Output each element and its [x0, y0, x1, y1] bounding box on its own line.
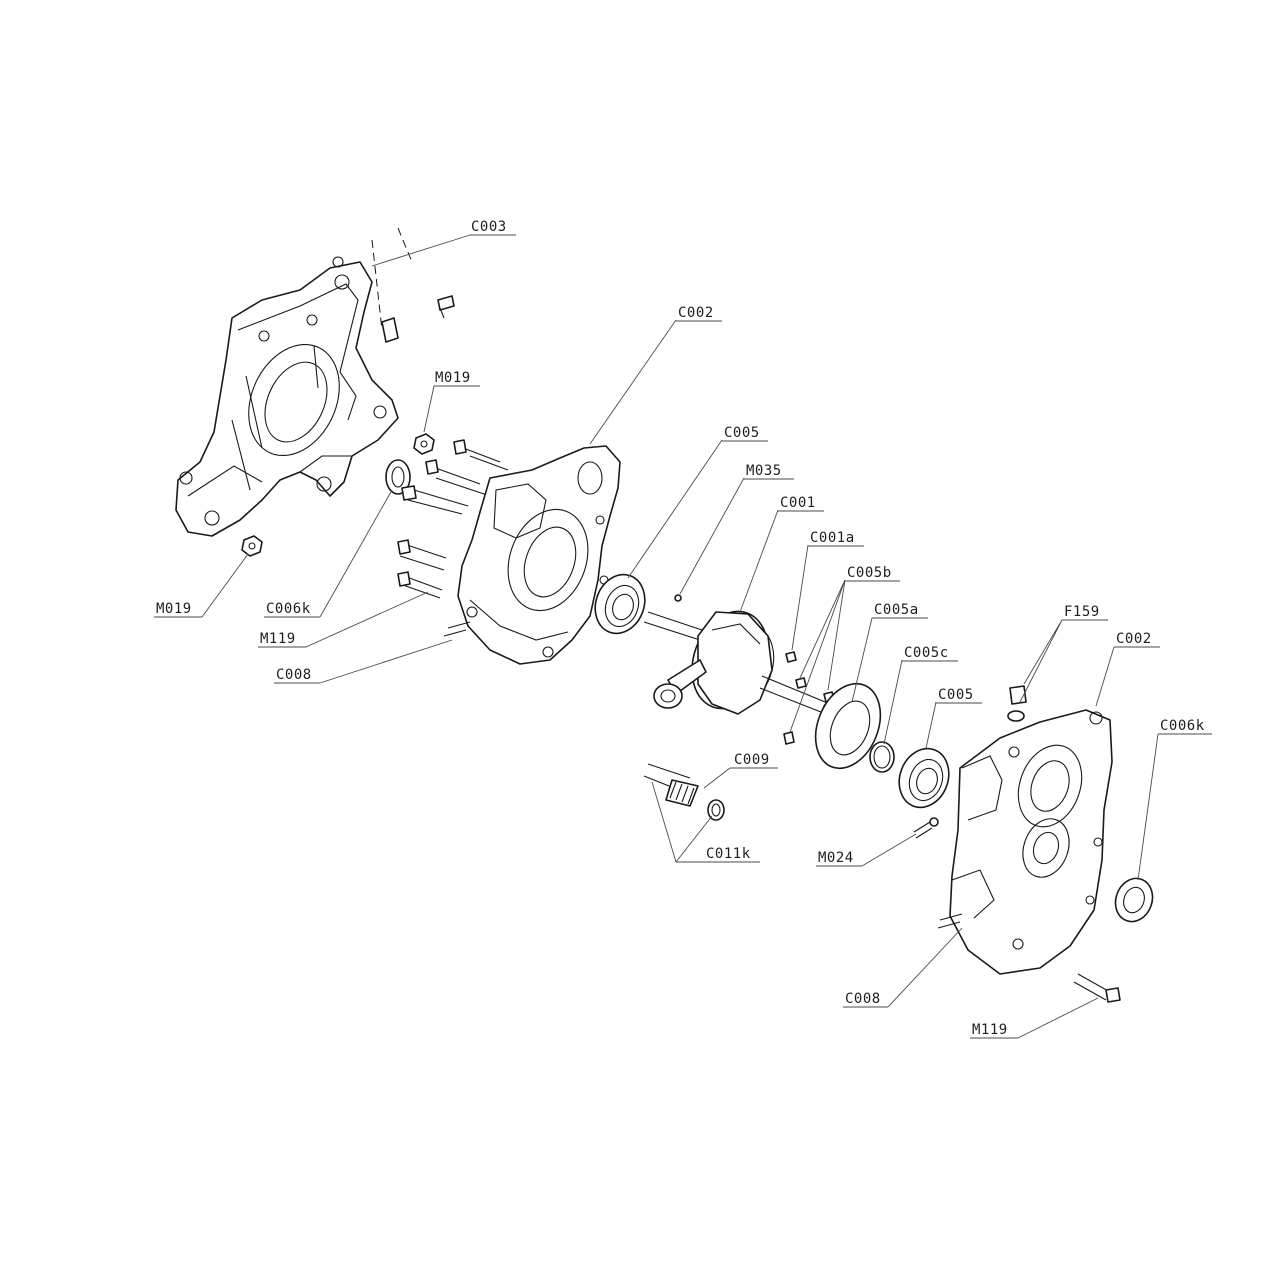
label-m035: M035: [746, 463, 782, 479]
callout-c006k-right: C006k: [1158, 718, 1212, 735]
callout-c003: C003: [470, 219, 516, 236]
engine-mount-plate: [175, 227, 413, 537]
label-c005c: C005c: [904, 645, 949, 661]
label-c002-left: C002: [678, 305, 714, 321]
callout-m019-top: M019: [434, 370, 480, 387]
label-m119-right: M119: [972, 1022, 1008, 1038]
label-c006k-right: C006k: [1160, 718, 1205, 734]
label-c011k: C011k: [706, 846, 751, 862]
o-ring: [707, 799, 725, 821]
shaft-with-spring: [643, 763, 699, 807]
callout-c006k-left: C006k: [264, 601, 320, 618]
main-bearing-left: [594, 573, 646, 635]
m024-bolt: [913, 817, 939, 839]
crankcase-half-left: [443, 445, 621, 665]
callout-m119-left: M119: [258, 631, 306, 648]
label-m024: M024: [818, 850, 854, 866]
callout-c009: C009: [730, 752, 778, 769]
label-c008-left: C008: [276, 667, 312, 683]
callout-m024: M024: [816, 850, 862, 867]
m119-bolt-right: [1073, 973, 1121, 1003]
label-c003: C003: [471, 219, 507, 235]
label-c009: C009: [734, 752, 770, 768]
c003-bolt: [437, 295, 455, 319]
callout-c001: C001: [778, 495, 824, 512]
crankshaft: [643, 610, 834, 718]
label-c005-left: C005: [724, 425, 760, 441]
label-m019-left: M019: [156, 601, 192, 617]
shim-plate: [814, 682, 882, 770]
m019-nut-left: [241, 535, 263, 557]
drain-plug: [1007, 685, 1027, 722]
oil-seal-right: [1114, 877, 1154, 923]
callout-f159: F159: [1062, 604, 1108, 621]
m119-bolt-set-left: [397, 439, 509, 599]
callout-c005a: C005a: [872, 602, 928, 619]
c001a-key: [785, 651, 797, 663]
label-m119-left: M119: [260, 631, 296, 647]
callout-m019-left: M019: [154, 601, 202, 618]
callout-c008-left: C008: [274, 667, 320, 684]
label-c001: C001: [780, 495, 816, 511]
label-c002-right: C002: [1116, 631, 1152, 647]
callout-c002-left: C002: [676, 305, 722, 322]
circlip: [869, 741, 895, 773]
leader-lines: [201, 234, 1159, 1039]
label-c005b: C005b: [847, 565, 892, 581]
callout-c001a: C001a: [808, 530, 864, 547]
m035-pin: [674, 594, 682, 602]
main-bearing-right: [898, 747, 950, 809]
callout-c002-right: C002: [1114, 631, 1160, 648]
label-f159: F159: [1064, 604, 1100, 620]
callout-c005c: C005c: [902, 645, 958, 662]
label-c005-right: C005: [938, 687, 974, 703]
callout-c005-left: C005: [722, 425, 768, 442]
callout-c005-right: C005: [936, 687, 982, 704]
crankcase-half-right: [937, 709, 1113, 975]
callout-c008-right: C008: [843, 991, 888, 1008]
callout-m035: M035: [744, 463, 794, 480]
label-m019-top: M019: [435, 370, 471, 386]
callout-c011k: C011k: [676, 846, 760, 863]
oil-seal-left: [385, 459, 411, 495]
label-c001a: C001a: [810, 530, 855, 546]
label-c006k-left: C006k: [266, 601, 311, 617]
label-c005a: C005a: [874, 602, 919, 618]
c003-bushing: [332, 256, 399, 343]
m019-nut-top: [413, 433, 435, 455]
label-c008-right: C008: [845, 991, 881, 1007]
callout-m119-right: M119: [970, 1022, 1018, 1039]
callout-c005b: C005b: [845, 565, 900, 582]
